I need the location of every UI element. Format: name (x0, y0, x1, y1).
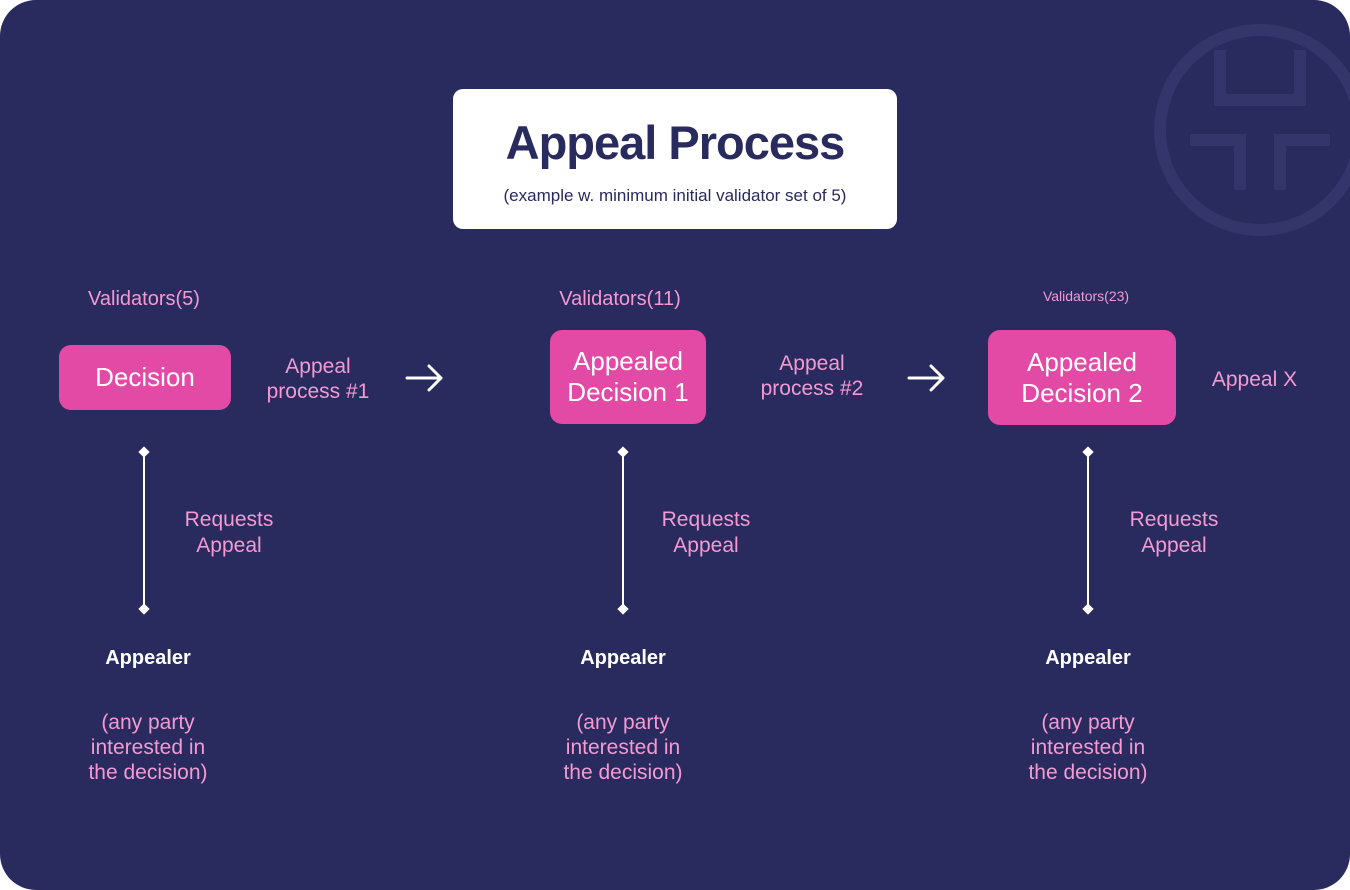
requests-connector-2 (617, 446, 629, 615)
requests-appeal-label-3: Requests Appeal (1129, 508, 1219, 557)
requests-appeal-label-1: Requests Appeal (184, 508, 274, 557)
diagram-subtitle: (example w. minimum initial validator se… (503, 186, 847, 205)
requests-connector-3 (1082, 446, 1094, 615)
logo-watermark-icon (1154, 24, 1350, 236)
right-arrow-icon (907, 364, 945, 392)
title-card: Appeal Process (example w. minimum initi… (453, 89, 897, 229)
appealer-desc-2: (any party interested in the decision) (563, 711, 683, 784)
requests-appeal-label-2: Requests Appeal (661, 508, 751, 557)
decision-box: Decision (59, 345, 231, 410)
validators-label-2: Validators(11) (559, 288, 681, 310)
appealer-title-1: Appealer (105, 647, 191, 669)
validators-label-3: Validators(23) (1042, 288, 1130, 304)
appeal-x-label: Appeal X (1211, 368, 1298, 391)
diagram-title: Appeal Process (505, 116, 846, 169)
appeal-process-label-1: Appeal process #1 (266, 355, 370, 403)
right-arrow-icon (405, 364, 443, 392)
requests-connector-1 (138, 446, 150, 615)
appealer-title-2: Appealer (580, 647, 666, 669)
appealer-desc-3: (any party interested in the decision) (1028, 711, 1148, 784)
appealed-decision-1-box: Appealed Decision 1 (550, 330, 706, 424)
appealer-title-3: Appealer (1045, 647, 1131, 669)
appealed-decision-2-box: Appealed Decision 2 (988, 330, 1176, 425)
appealer-desc-1: (any party interested in the decision) (88, 711, 208, 784)
appeal-process-label-2: Appeal process #2 (760, 352, 864, 400)
validators-label-1: Validators(5) (88, 288, 200, 310)
